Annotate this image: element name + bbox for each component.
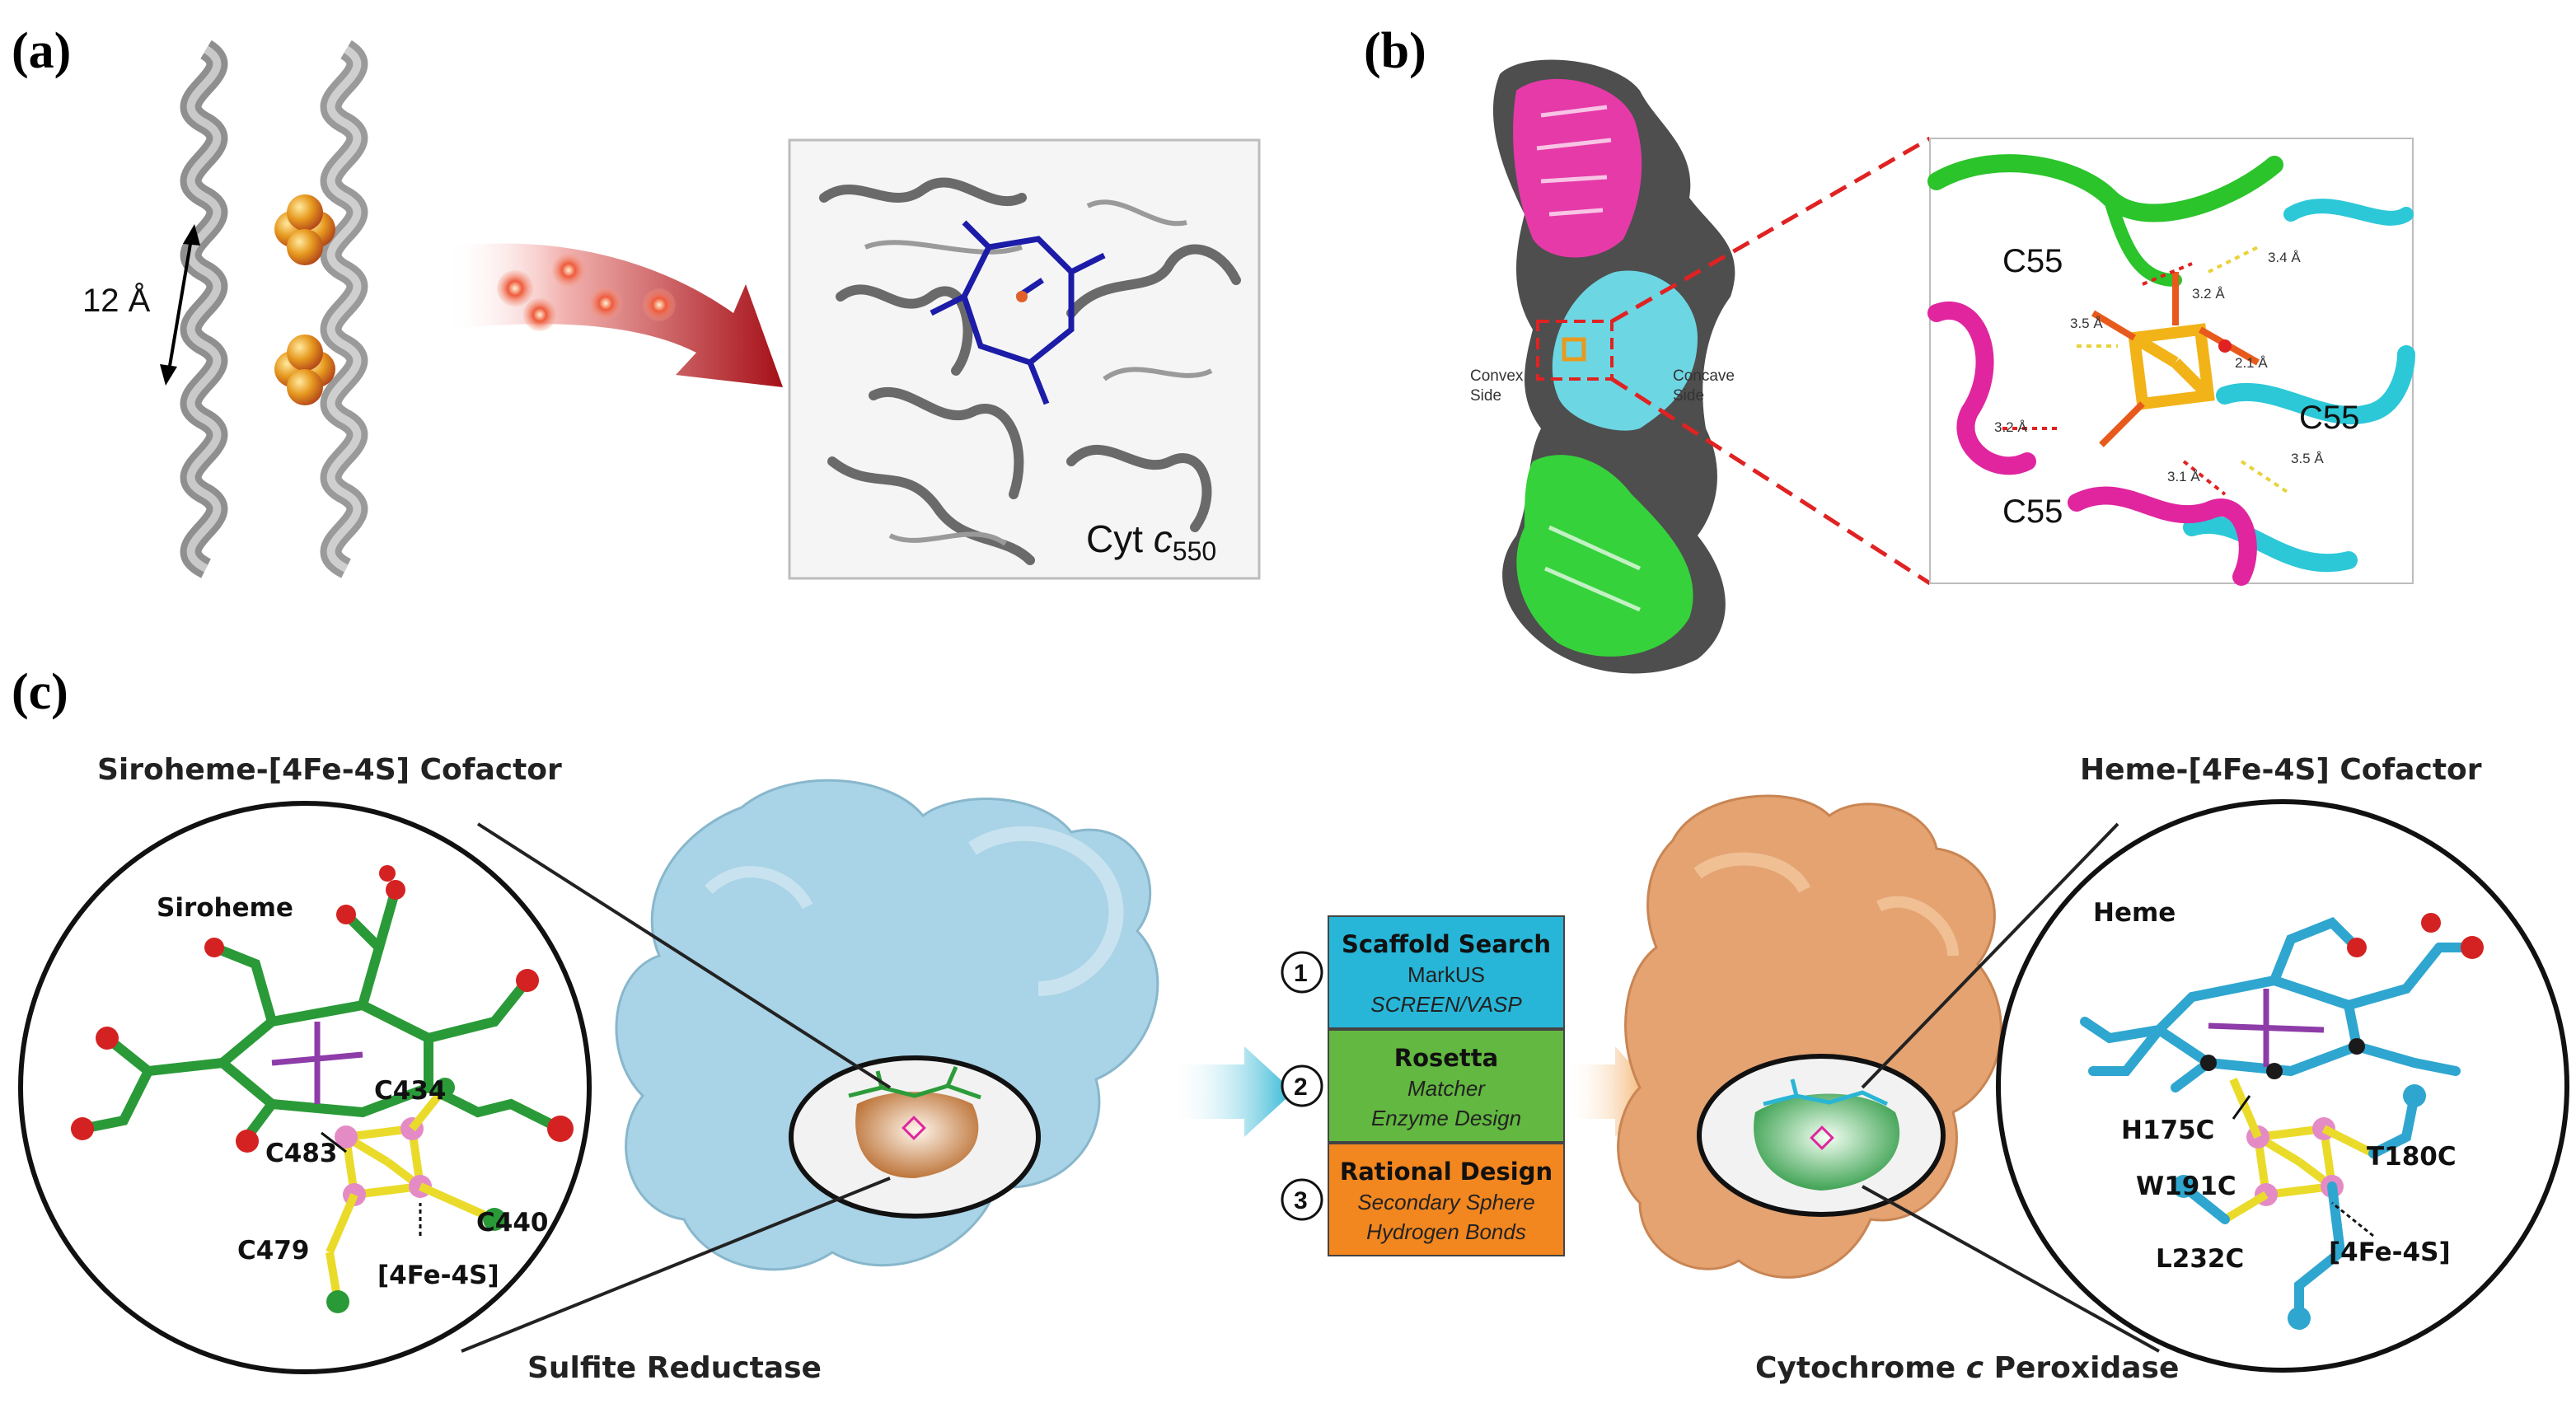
panel-b-label: (b) xyxy=(1364,23,1426,79)
residue-c479: C479 xyxy=(237,1236,309,1266)
sulfite-reductase-surface xyxy=(616,780,1158,1270)
svg-text:Scaffold Search: Scaffold Search xyxy=(1342,930,1551,958)
step-2: 2 Rosetta Matcher Enzyme Design xyxy=(1282,1030,1564,1142)
cluster-zoom-inset: C55 C55 C55 3.4 Å 3.2 Å 3.5 Å 2.1 Å 3.2 … xyxy=(1930,138,2413,583)
iron-atom xyxy=(1016,291,1028,302)
svg-text:SCREEN/VASP: SCREEN/VASP xyxy=(1370,992,1522,1017)
distance-7: 3.5 Å xyxy=(2291,451,2324,466)
svg-text:3: 3 xyxy=(1294,1187,1308,1214)
panel-a-label: (a) xyxy=(12,23,71,79)
svg-text:MarkUS: MarkUS xyxy=(1407,962,1485,987)
svg-text:2: 2 xyxy=(1294,1074,1308,1101)
svg-text:Rational Design: Rational Design xyxy=(1340,1158,1553,1186)
electron-transfer-arrow xyxy=(445,243,783,387)
svg-text:1: 1 xyxy=(1294,960,1308,987)
distance-2: 3.2 Å xyxy=(2192,286,2225,302)
dimer-protein-surface xyxy=(1493,60,1735,674)
svg-text:Enzyme Design: Enzyme Design xyxy=(1371,1106,1521,1130)
distance-3: 3.5 Å xyxy=(2070,316,2103,331)
panel-c-label: (c) xyxy=(12,664,68,720)
cys-label-1: C55 xyxy=(2002,243,2063,279)
cluster-label-right: [4Fe-4S] xyxy=(2329,1238,2451,1267)
residue-t180c: T180C xyxy=(2367,1142,2457,1172)
residue-w191c: W191C xyxy=(2136,1172,2236,1201)
design-arrow-cyan xyxy=(1170,1046,1294,1137)
ccp-label: Cytochrome c Peroxidase xyxy=(1755,1351,2179,1385)
distance-4: 2.1 Å xyxy=(2235,355,2268,371)
residue-c434: C434 xyxy=(374,1076,446,1106)
residue-c440: C440 xyxy=(476,1208,548,1238)
step-3: 3 Rational Design Secondary Sphere Hydro… xyxy=(1282,1144,1564,1256)
left-cofactor-title: Siroheme-[4Fe-4S] Cofactor xyxy=(97,753,562,787)
cys-label-3: C55 xyxy=(2002,494,2063,530)
sulfite-reductase-label: Sulfite Reductase xyxy=(527,1351,822,1385)
distance-1: 3.4 Å xyxy=(2268,250,2301,265)
distance-label: 12 Å xyxy=(82,282,151,319)
ccp-surface xyxy=(1618,796,2002,1277)
cluster-label-left: [4Fe-4S] xyxy=(377,1261,499,1290)
residue-h175c: H175C xyxy=(2121,1116,2214,1145)
distance-5: 3.2 Å xyxy=(1994,419,2027,435)
residue-c483: C483 xyxy=(265,1139,337,1168)
cyt-c550-inset: Cyt c550 xyxy=(789,140,1259,578)
svg-text:Rosetta: Rosetta xyxy=(1394,1044,1498,1072)
residue-l232c: L232C xyxy=(2156,1244,2244,1274)
svg-text:Matcher: Matcher xyxy=(1407,1076,1486,1101)
svg-text:Secondary Sphere: Secondary Sphere xyxy=(1357,1190,1534,1214)
heme-label: Heme xyxy=(2093,898,2176,928)
right-cofactor-title: Heme-[4Fe-4S] Cofactor xyxy=(2080,753,2482,787)
cys-label-2: C55 xyxy=(2299,400,2359,436)
distance-6: 3.1 Å xyxy=(2167,469,2200,484)
svg-text:Hydrogen Bonds: Hydrogen Bonds xyxy=(1366,1219,1526,1244)
step-1: 1 Scaffold Search MarkUS SCREEN/VASP xyxy=(1282,916,1564,1028)
siroheme-label: Siroheme xyxy=(157,893,293,923)
four-helix-bundle xyxy=(191,49,358,568)
design-steps: 1 Scaffold Search MarkUS SCREEN/VASP 2 R… xyxy=(1282,916,1564,1256)
